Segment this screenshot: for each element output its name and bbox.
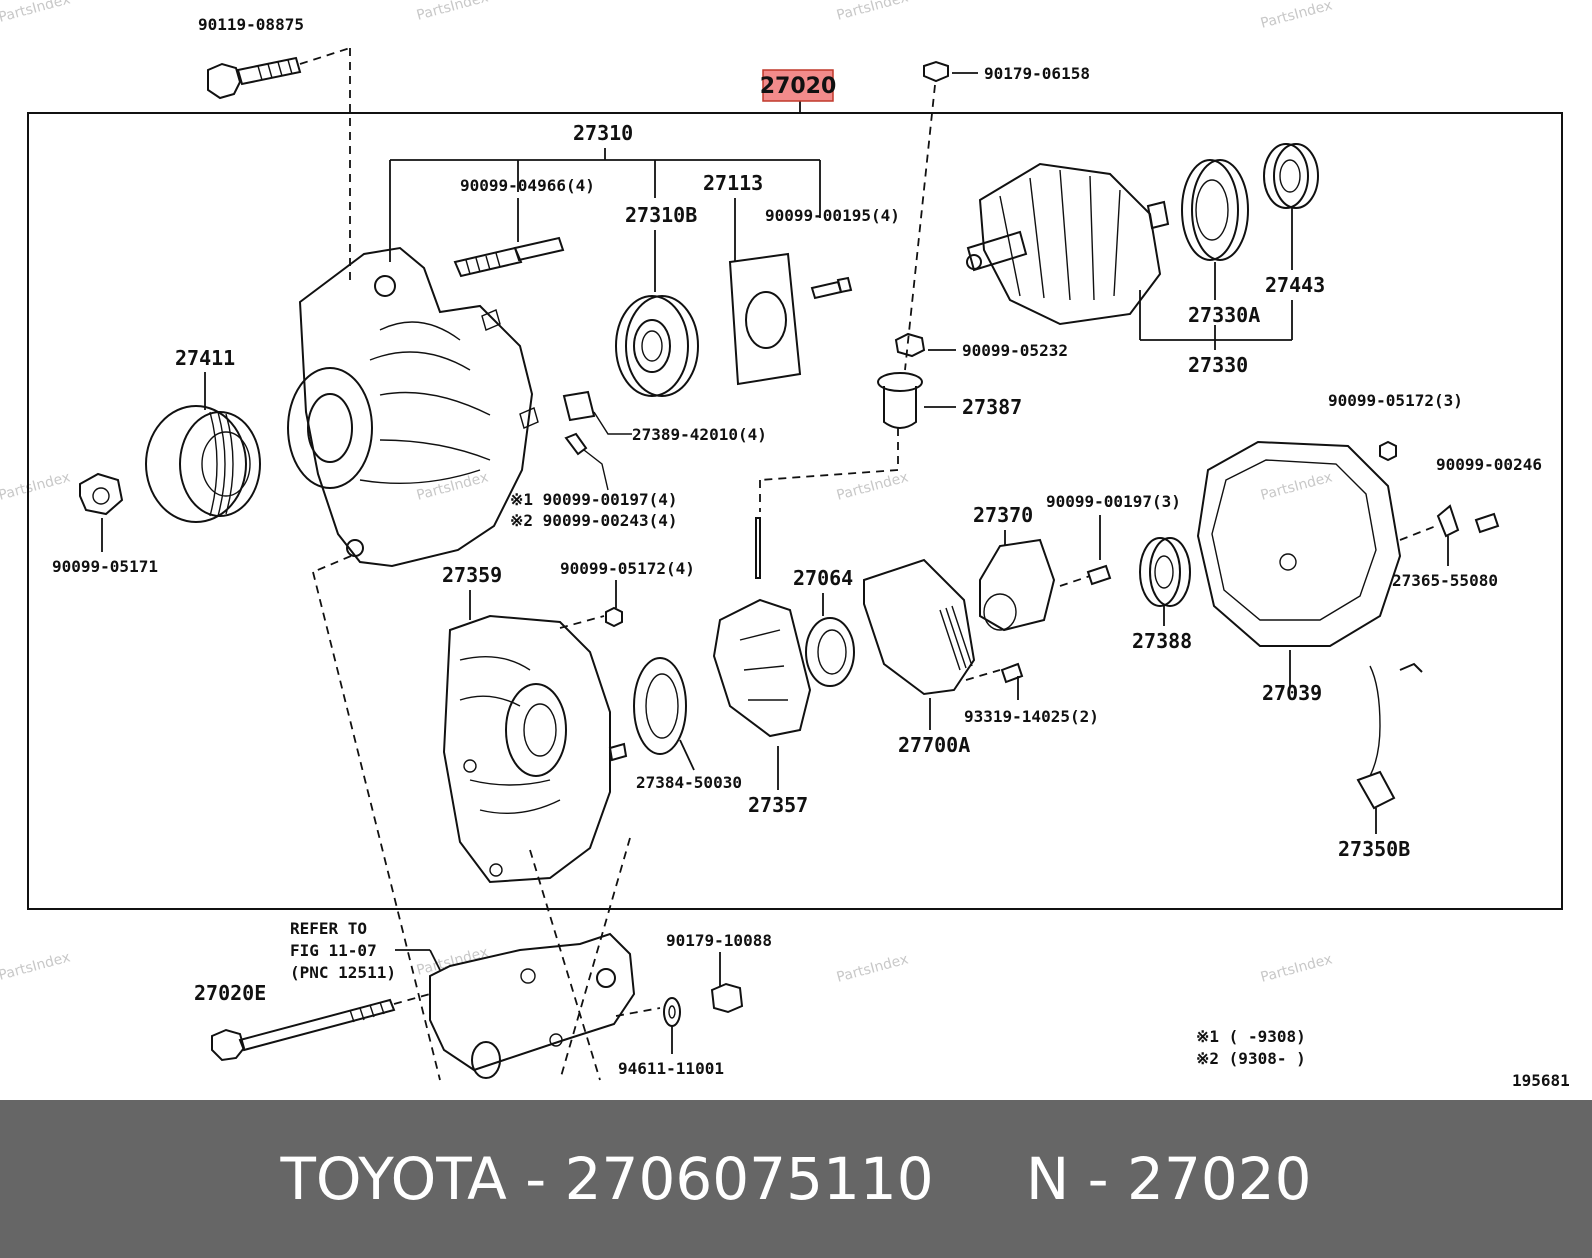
label-90099-05232: 90099-05232 [962, 341, 1068, 360]
label-94611-11001: 94611-11001 [618, 1059, 724, 1078]
exploded-view-drawing: PartsIndex PartsIndex PartsIndex PartsIn… [0, 0, 1570, 1090]
mounting-bracket [429, 932, 636, 1079]
label-27359: 27359 [442, 563, 502, 587]
label-27700a: 27700A [898, 733, 970, 757]
bolt-27020e: 27020E [194, 981, 431, 1062]
watermark: PartsIndex [835, 469, 910, 503]
label-93319-14025: 93319-14025(2) [964, 707, 1099, 726]
nut-90179-06158 [904, 60, 978, 371]
screw-90099-00197-3: 90099-00197(3) [1046, 492, 1181, 586]
bracket-27310 [389, 148, 821, 262]
parts-diagram: PartsIndex PartsIndex PartsIndex PartsIn… [0, 0, 1570, 1090]
footer-part-info: TOYOTA - 2706075110 N - 27020 [280, 1145, 1312, 1213]
watermark: PartsIndex [0, 0, 72, 26]
label-note1-screw: ※1 90099-00197(4) [510, 490, 678, 509]
watermark: PartsIndex [415, 469, 490, 503]
label-note2-screw: ※2 90099-00243(4) [510, 511, 678, 530]
label-27064: 27064 [793, 566, 853, 590]
note-1: ※1 ( -9308) [1196, 1027, 1306, 1046]
washer-94611-11001: 94611-11001 [618, 997, 724, 1078]
nut-90179-10088: 90179-10088 [615, 931, 772, 1017]
watermark: PartsIndex [835, 0, 910, 24]
nut-90099-05172-3: 90099-05172(3) [1328, 391, 1463, 462]
bolt-90099-00195: 90099-00195(4) [765, 206, 900, 300]
rear-end-frame-27039 [1196, 440, 1402, 686]
note-2: ※2 (9308- ) [1196, 1049, 1306, 1068]
label-27020e: 27020E [194, 981, 266, 1005]
drive-end-frame [287, 246, 539, 573]
label-90099-04966: 90099-04966(4) [460, 176, 595, 195]
label-90099-00246: 90099-00246 [1436, 455, 1542, 474]
highlight-box [762, 69, 834, 102]
nut-90099-05172-4: 90099-05172(4) [559, 559, 695, 629]
label-27310b: 27310B [625, 203, 697, 227]
label-27330a: 27330A [1188, 303, 1260, 327]
label-27113: 27113 [703, 171, 763, 195]
screw-93319-14025: 93319-14025(2) [964, 662, 1099, 726]
insulator-27387 [759, 372, 956, 512]
watermark: PartsIndex [1259, 469, 1334, 503]
refer-text-line1: REFER TO [290, 919, 367, 938]
main-assembly-callout[interactable]: 27020 [760, 69, 837, 102]
gasket-27113: 27113 [703, 171, 802, 386]
watermark: PartsIndex [1259, 951, 1334, 985]
rotor-27330 [966, 162, 1170, 340]
label-90099-00195: 90099-00195(4) [765, 206, 900, 225]
wire-27350b [1356, 662, 1423, 834]
bearing-27330a: 27330A [1181, 159, 1260, 327]
label-90119-08875: 90119-08875 [198, 15, 304, 34]
label-27388: 27388 [1132, 629, 1192, 653]
label-27310: 27310 [573, 121, 633, 145]
label-27387: 27387 [962, 395, 1022, 419]
refer-text-line3: (PNC 12511) [290, 963, 396, 982]
watermark: PartsIndex [835, 951, 910, 985]
bolt-90099-00246: 90099-00246 [1436, 455, 1542, 534]
label-27330: 27330 [1188, 353, 1248, 377]
label-90099-00197-3: 90099-00197(3) [1046, 492, 1181, 511]
nut-90099-05232 [894, 332, 956, 358]
bracket-27330 [1140, 300, 1293, 350]
label-90099-05171: 90099-05171 [52, 557, 158, 576]
bolt-90119-08875 [207, 47, 351, 280]
cover-27388 [1139, 537, 1191, 626]
bolt-90099-04966: 90099-04966(4) [453, 176, 595, 278]
label-27411: 27411 [175, 346, 235, 370]
main-assembly-label: 27020 [760, 74, 837, 99]
brush-holder-27370: 27370 [973, 503, 1091, 632]
watermark: PartsIndex [0, 469, 72, 503]
label-90179-06158: 90179-06158 [984, 64, 1090, 83]
terminal-27365-55080: 27365-55080 [1392, 504, 1498, 590]
label-90099-05172-4: 90099-05172(4) [560, 559, 695, 578]
gasket-27384-50030: 27384-50030 [633, 657, 742, 792]
label-90179-10088: 90179-10088 [666, 931, 772, 950]
label-27443: 27443 [1265, 273, 1325, 297]
pulley-27411: 27411 [145, 346, 261, 523]
rectifier-27357 [712, 517, 812, 790]
insulator-27389: 27389-42010(4) ※1 90099-00197(4) ※2 9009… [510, 390, 767, 530]
watermark: PartsIndex [1259, 0, 1334, 32]
cover-27443: 27443 [1263, 143, 1325, 297]
gasket-27064: 27064 [793, 566, 855, 687]
label-27384-50030: 27384-50030 [636, 773, 742, 792]
bearing-27310b: 27310B [615, 203, 699, 397]
footer-bar: TOYOTA - 2706075110 N - 27020 [0, 1100, 1592, 1258]
diagram-code: 195681 [1512, 1071, 1570, 1090]
label-27370: 27370 [973, 503, 1033, 527]
label-27389-42010: 27389-42010(4) [632, 425, 767, 444]
rear-frame-27359: 27359 [442, 563, 628, 884]
nut-90099-05171 [79, 472, 124, 552]
label-27039: 27039 [1262, 681, 1322, 705]
label-27365-55080: 27365-55080 [1392, 571, 1498, 590]
label-90099-05172-3: 90099-05172(3) [1328, 391, 1463, 410]
regulator-27700a [863, 558, 1001, 730]
refer-text-line2: FIG 11-07 [290, 941, 377, 960]
watermark: PartsIndex [415, 0, 490, 24]
label-27350b: 27350B [1338, 837, 1410, 861]
label-27357: 27357 [748, 793, 808, 817]
watermark: PartsIndex [0, 949, 72, 983]
assembly-frame [27, 112, 1563, 910]
